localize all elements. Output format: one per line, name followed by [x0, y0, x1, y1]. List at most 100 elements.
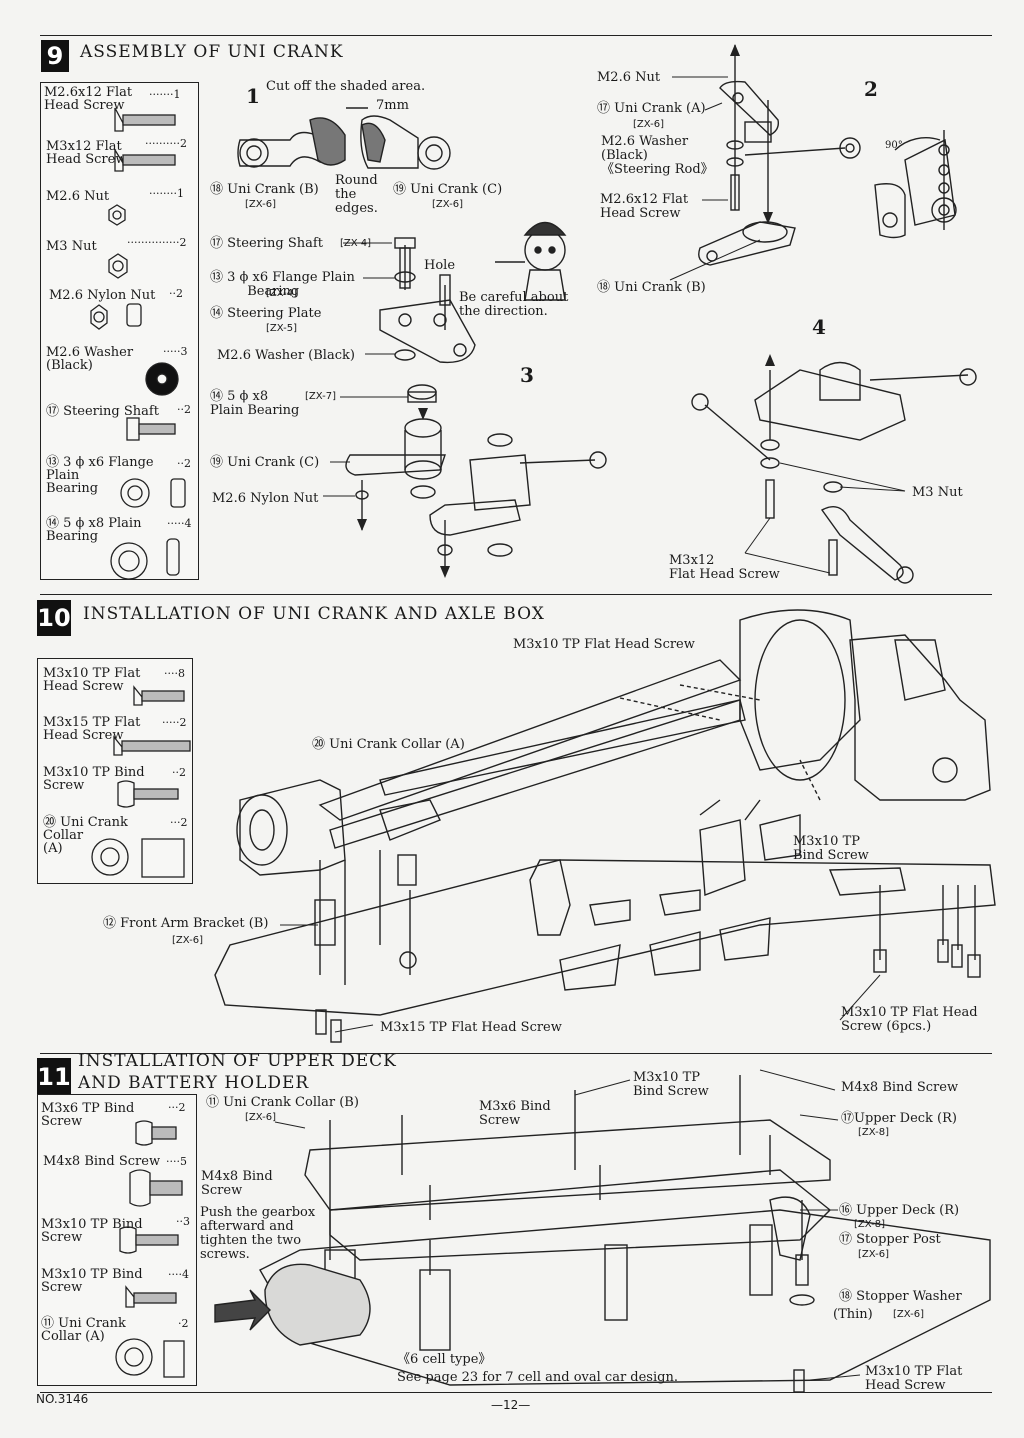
- part-qty: ····4: [168, 1268, 189, 1281]
- step-4-number: 4: [812, 315, 826, 339]
- code-stopper-washer: [ZX-6]: [893, 1309, 924, 1320]
- part-name: ⑰ Steering Shaft: [46, 404, 159, 419]
- part-name: ⑭ 5 ϕ x8 Plain Bearing: [46, 516, 142, 544]
- part-name: M3x12 Flat Head Screw: [46, 139, 127, 167]
- document-number: NO.3146: [36, 1392, 89, 1406]
- section11-title-line2: AND BATTERY HOLDER: [78, 1073, 310, 1093]
- part-name: M2.6x12 Flat Head Screw: [44, 85, 133, 113]
- part-name: M4x8 Bind Screw: [43, 1154, 161, 1169]
- label-stopper-post: ⑰ Stopper Post: [839, 1232, 941, 1247]
- section10-parts-icons: [91, 685, 191, 878]
- part-qty: ···2: [168, 1101, 186, 1114]
- part-qty: ···············2: [127, 236, 187, 249]
- label-m3x10-6pcs: M3x10 TP Flat Head Screw (6pcs.): [841, 1005, 978, 1034]
- part-qty: ····8: [164, 667, 185, 680]
- part-qty: ·2: [178, 1317, 189, 1330]
- label-m3x10-flat-top: M3x10 TP Flat Head Screw: [513, 637, 695, 652]
- part-name: M3 Nut: [46, 239, 97, 254]
- code-flange-bearing: [ZX-4]: [266, 288, 297, 299]
- code-uni-crank-b: [ZX-6]: [245, 199, 276, 210]
- part-name: ⑬ 3 ϕ x6 Flange Plain Bearing: [46, 455, 154, 496]
- label-uni-crank-collar-b: ⑪ Uni Crank Collar (B): [206, 1095, 359, 1110]
- label-m3x10-tp-bind: M3x10 TP Bind Screw: [633, 1070, 709, 1099]
- part-name: M3x10 TP Bind Screw: [41, 1267, 143, 1295]
- part-qty: ·····3: [163, 345, 188, 358]
- label-be-careful: Be careful about the direction.: [459, 290, 569, 319]
- part-qty: ····5: [166, 1155, 187, 1168]
- code-plain-bearing: [ZX-7]: [305, 391, 336, 402]
- part-name: M2.6 Nut: [46, 189, 110, 204]
- label-upper-deck-r-2: ⑯ Upper Deck (R): [839, 1203, 960, 1218]
- label-front-arm-bracket: ⑫ Front Arm Bracket (B): [103, 916, 269, 931]
- part-name: ⑪ Uni Crank Collar (A): [41, 1316, 126, 1344]
- step2-drawing: [698, 45, 957, 266]
- part-name: M3x10 TP Flat Head Screw: [43, 666, 141, 694]
- step3-stack-drawing: [345, 237, 607, 575]
- code-uni-crank-c: [ZX-6]: [432, 199, 463, 210]
- code-steering-shaft: [ZX-4]: [340, 238, 371, 249]
- section9-top-rule: [40, 35, 992, 36]
- label-m3-nut: M3 Nut: [912, 485, 963, 500]
- code-stopper-post: [ZX-6]: [858, 1249, 889, 1260]
- part-qty: ·····4: [167, 517, 192, 530]
- part-qty: ··2: [169, 287, 183, 300]
- part-name: M3x10 TP Bind Screw: [41, 1217, 143, 1245]
- label-m3x12-flat: M3x12 Flat Head Screw: [669, 553, 780, 582]
- code-uni-crank-collar-b: [ZX-6]: [245, 1112, 276, 1123]
- section9-number: 9: [41, 40, 69, 72]
- label-cut-off: Cut off the shaded area.: [266, 79, 426, 94]
- label-plain-bearing: ⑭ 5 ϕ x8 Plain Bearing: [210, 389, 300, 418]
- label-uni-crank-b-2: ⑱ Uni Crank (B): [597, 280, 706, 295]
- part-name: M3x15 TP Flat Head Screw: [43, 715, 141, 743]
- label-push-gearbox: Push the gearbox afterward and tighten t…: [200, 1205, 316, 1262]
- label-hole: Hole: [424, 258, 456, 273]
- step-3-number: 3: [520, 363, 534, 387]
- section9-parts-icons: [90, 107, 186, 579]
- part-name: ⑳ Uni Crank Collar (A): [43, 815, 128, 856]
- part-name: M3x6 TP Bind Screw: [41, 1101, 135, 1129]
- label-m4x8-bind-2: M4x8 Bind Screw: [201, 1169, 273, 1198]
- step-2-number: 2: [864, 77, 878, 101]
- label-m26-nut: M2.6 Nut: [597, 70, 661, 85]
- label-m4x8-bind: M4x8 Bind Screw: [841, 1080, 959, 1095]
- step1-crank-drawing: [237, 107, 451, 170]
- flat-screw-icon: [114, 107, 124, 132]
- mascot-drawing: [495, 221, 567, 301]
- label-uni-crank-a: ⑰ Uni Crank (A): [597, 101, 706, 116]
- part-qty: ········1: [149, 187, 184, 200]
- label-round-edges: Round the edges.: [335, 173, 378, 216]
- step4-drawing: [691, 361, 977, 584]
- part-qty: ··2: [172, 766, 186, 779]
- label-m3x6-bind: M3x6 Bind Screw: [479, 1099, 551, 1128]
- label-stopper-washer: ⑱ Stopper Washer: [839, 1289, 962, 1304]
- section10-chassis-drawing: [214, 609, 996, 1043]
- part-qty: ·····2: [162, 716, 187, 729]
- code-upper-deck-r: [ZX-8]: [858, 1127, 889, 1138]
- code-front-arm-bracket: [ZX-6]: [172, 935, 203, 946]
- part-qty: ·······1: [149, 88, 181, 101]
- label-uni-crank-c: ⑲ Uni Crank (C): [393, 182, 503, 197]
- part-qty: ··········2: [145, 137, 187, 150]
- section10-top-rule: [40, 594, 992, 595]
- part-qty: ··2: [177, 403, 191, 416]
- section11-number: 11: [37, 1058, 71, 1096]
- code-uni-crank-a: [ZX-6]: [633, 119, 664, 130]
- section11-parts-icons: [115, 1120, 185, 1378]
- section11-parts-list: M3x6 TP Bind Screw ···2 M4x8 Bind Screw …: [37, 1094, 197, 1386]
- footer-rule: [40, 1392, 992, 1393]
- label-nylon-nut: M2.6 Nylon Nut: [212, 491, 319, 506]
- part-name: M2.6 Washer (Black): [46, 345, 134, 373]
- section10-number: 10: [37, 600, 71, 636]
- part-qty: ··3: [176, 1215, 190, 1228]
- label-steering-shaft: ⑰ Steering Shaft: [210, 236, 323, 251]
- label-upper-deck-r: ⑰Upper Deck (R): [841, 1111, 957, 1126]
- label-m26-washer-black: M2.6 Washer (Black): [217, 348, 355, 363]
- section10-title: INSTALLATION OF UNI CRANK AND AXLE BOX: [83, 604, 545, 624]
- step-1-number: 1: [246, 84, 260, 108]
- section11-title-line1: INSTALLATION OF UPPER DECK: [78, 1051, 397, 1071]
- section9-title: ASSEMBLY OF UNI CRANK: [80, 42, 344, 62]
- page-number: —12—: [491, 1398, 531, 1412]
- label-flange-bearing: ⑬ 3 ϕ x6 Flange Plain Bearing: [210, 270, 355, 299]
- label-m3x10-tp-flat: M3x10 TP Flat Head Screw: [865, 1364, 963, 1393]
